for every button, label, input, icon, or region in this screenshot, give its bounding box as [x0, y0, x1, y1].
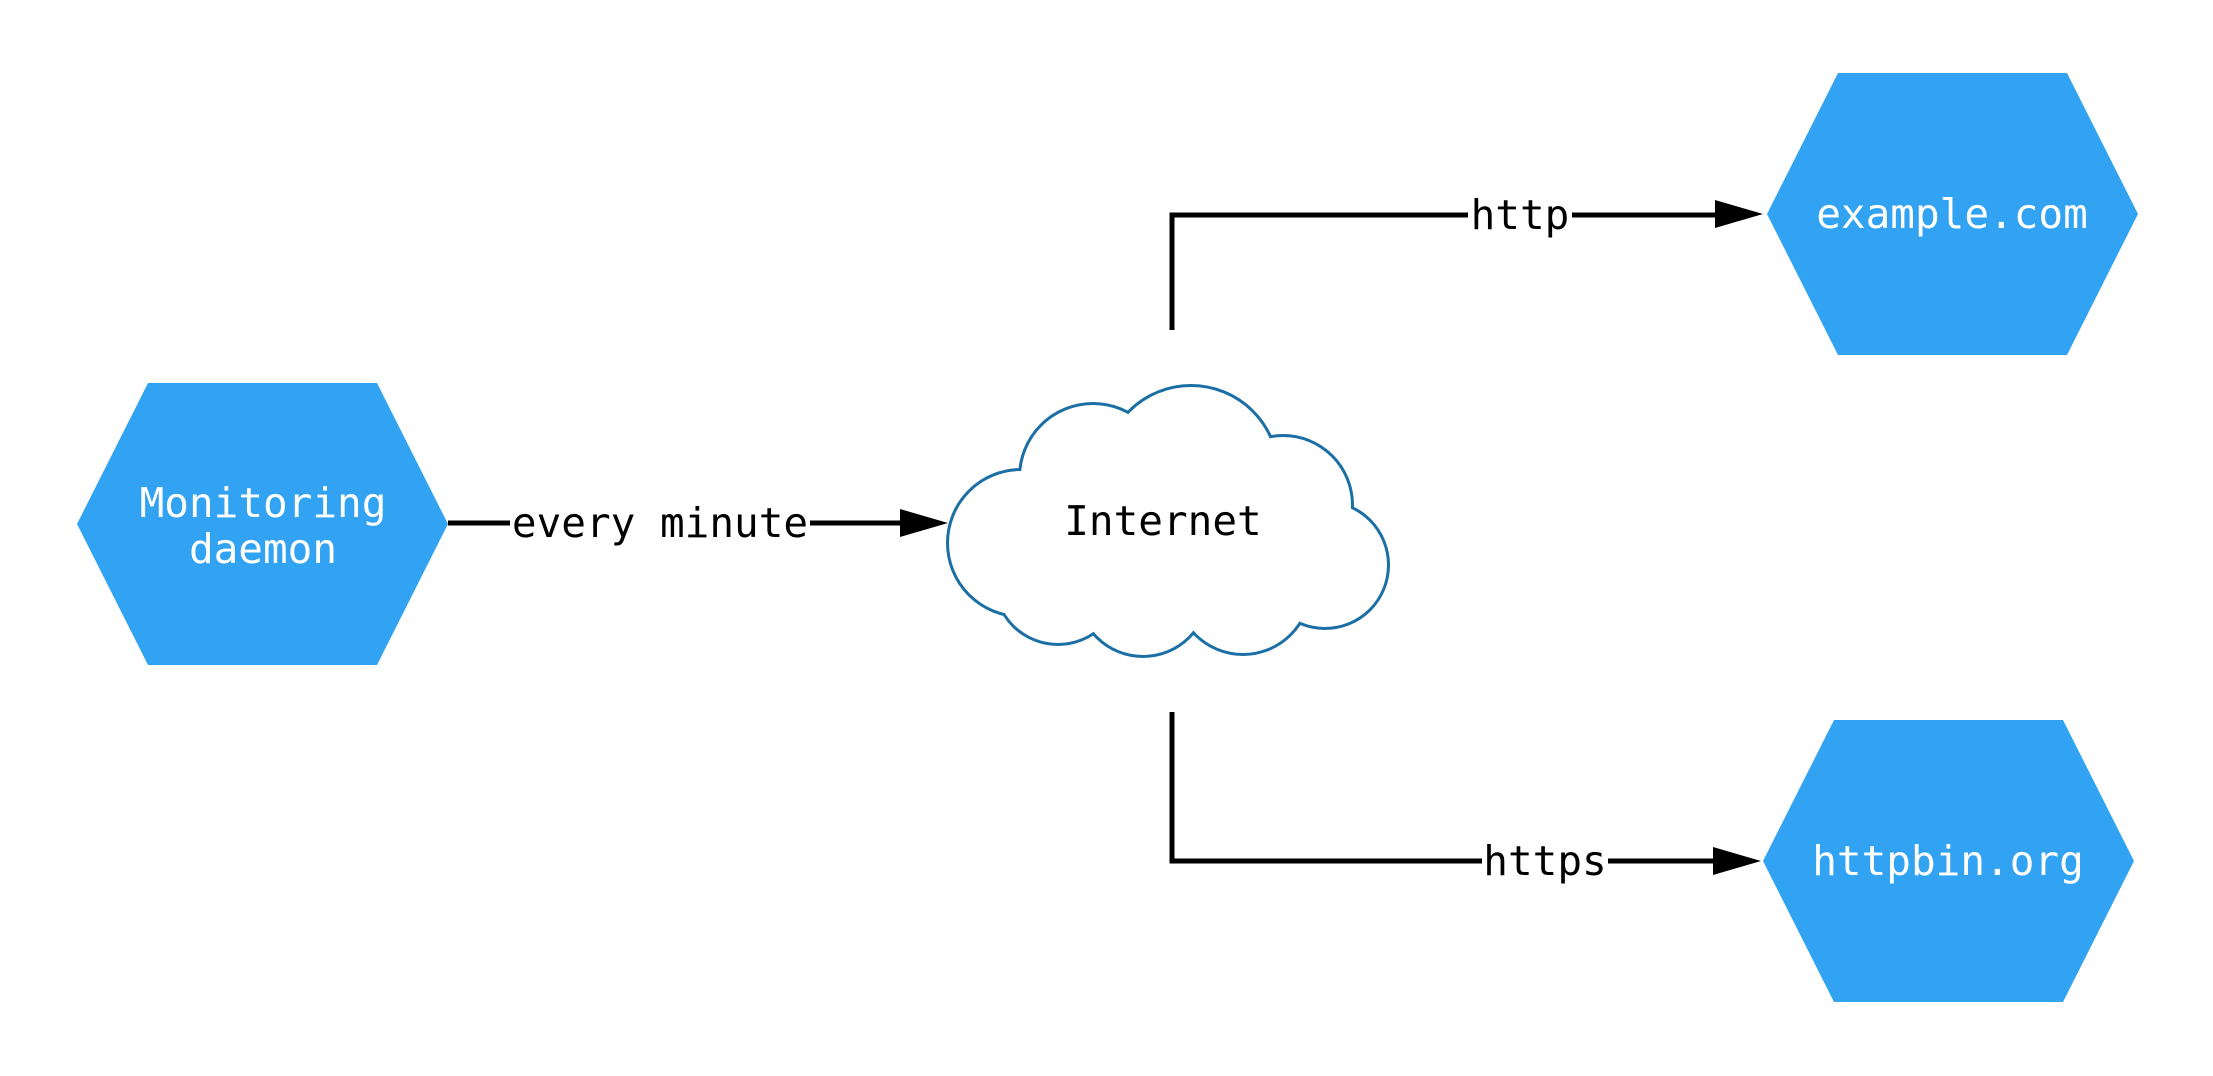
edge-http-line-start	[1169, 212, 1468, 330]
node-httpbin-org: httpbin.org	[1763, 720, 2134, 1002]
node-monitoring-daemon: Monitoring daemon	[77, 383, 448, 665]
edge-http-arrowhead-icon	[1715, 200, 1763, 228]
hexagon-shape	[77, 383, 448, 665]
edge-https-arrowhead-icon	[1713, 847, 1761, 875]
node-example-com-label: example.com	[1816, 190, 2088, 238]
edge-every-minute-label: every minute	[512, 499, 808, 547]
edge-http: http	[1169, 191, 1763, 330]
node-monitoring-daemon-label-line2: daemon	[189, 525, 337, 573]
node-example-com: example.com	[1767, 73, 2138, 355]
edge-https: https	[1169, 712, 1761, 885]
edge-https-line-start	[1169, 712, 1482, 864]
node-httpbin-org-label: httpbin.org	[1812, 837, 2084, 885]
edge-https-label: https	[1483, 837, 1606, 885]
node-internet-label: Internet	[1064, 497, 1261, 545]
edge-every-minute: every minute	[448, 499, 948, 547]
hexagon-shape	[1763, 720, 2134, 1002]
edge-every-minute-arrowhead-icon	[900, 509, 948, 537]
hexagon-shape	[1767, 73, 2138, 355]
node-internet: Internet	[949, 387, 1387, 655]
edge-http-label: http	[1471, 191, 1570, 239]
node-monitoring-daemon-label-line1: Monitoring	[140, 479, 387, 527]
